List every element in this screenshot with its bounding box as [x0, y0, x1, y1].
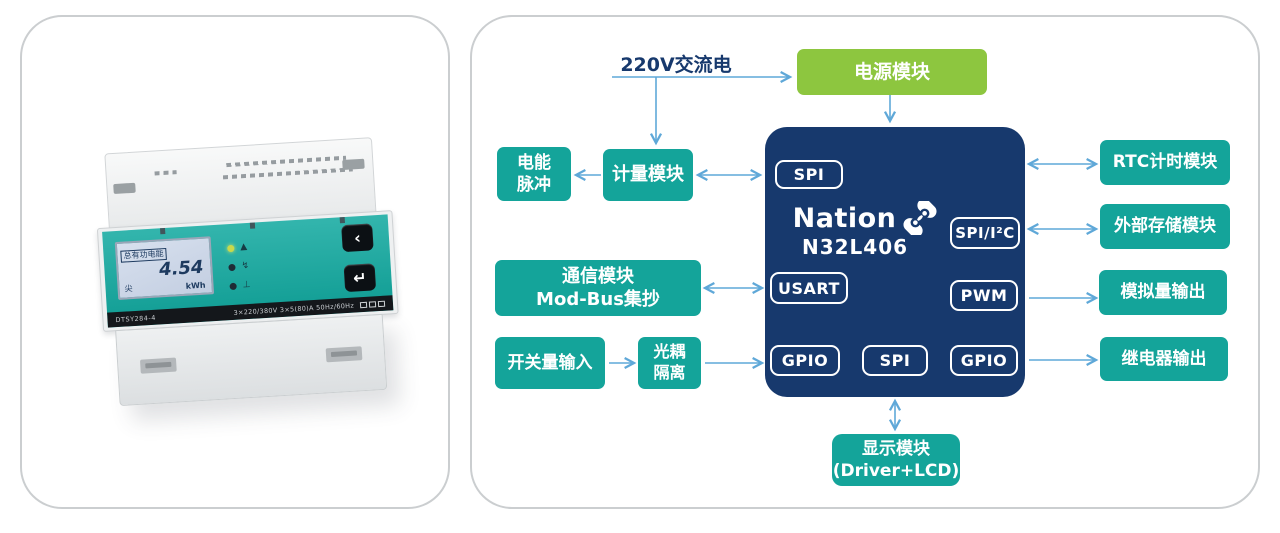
rating-specs: 3×220/380V 3×5(80)A 50Hz/60Hz — [233, 301, 355, 317]
led-dot — [229, 282, 237, 291]
hinge-mark — [339, 214, 346, 224]
mcu-block: SPI Nation N32L406 SPI/I²C USART PWM GPI… — [765, 127, 1025, 397]
meter-bottom-housing — [115, 313, 388, 407]
hinge-mark — [249, 220, 256, 229]
port-spi-top: SPI — [775, 160, 843, 189]
label-220v-ac: 220V交流电 — [620, 54, 732, 76]
metering-module-box: 计量模块 — [603, 149, 693, 201]
connector-arrows — [573, 70, 1099, 432]
opto-isolation-box: 光耦 隔离 — [638, 337, 701, 389]
analog-output-box: 模拟量输出 — [1099, 270, 1227, 315]
lcd-tariff-indicator: 尖 — [124, 284, 133, 294]
enter-button[interactable]: ↵ — [343, 263, 377, 293]
switch-input-box: 开关量输入 — [495, 337, 605, 389]
relay-output-box: 继电器输出 — [1100, 337, 1228, 381]
terminal-cover-right — [325, 346, 363, 363]
lcd-value: 4.54 — [158, 256, 205, 281]
mounting-clip-right — [342, 158, 365, 171]
led-row: ▲ — [227, 238, 249, 258]
meter-front-bezel: 总有功电能 4.54 尖 kWh ▲ ↯ — [96, 210, 399, 332]
meter-front-panel: 总有功电能 4.54 尖 kWh ▲ ↯ — [102, 214, 394, 328]
led-indicators: ▲ ↯ ⊥ — [227, 238, 251, 296]
certification-marks-icon — [359, 300, 386, 308]
terminal-cover-left — [139, 357, 177, 374]
hinge-mark — [159, 225, 166, 235]
led-pulse-lit — [227, 244, 235, 253]
led-dot — [228, 263, 236, 272]
power-module-box: 电源模块 — [797, 49, 987, 95]
mcu-part-number: N32L406 — [801, 235, 909, 259]
display-module-box: 显示模块 (Driver+LCD) — [832, 434, 960, 486]
storage-module-box: 外部存储模块 — [1100, 204, 1230, 249]
port-spi-bottom: SPI — [862, 345, 928, 376]
vent-slots-small — [154, 170, 177, 176]
led-symbol: ⊥ — [242, 279, 251, 291]
energy-pulse-box: 电能 脉冲 — [497, 147, 571, 201]
back-button-glyph: ‹ — [353, 228, 362, 248]
enter-button-glyph: ↵ — [352, 267, 368, 288]
vent-slots-row1 — [226, 155, 347, 168]
port-usart: USART — [770, 272, 848, 304]
led-symbol: ↯ — [241, 260, 250, 272]
vent-slots-row2 — [222, 167, 353, 180]
lcd-screen: 总有功电能 4.54 尖 kWh — [114, 236, 215, 300]
led-symbol: ▲ — [239, 242, 248, 253]
mounting-clip-left — [113, 182, 136, 195]
led-row: ⊥ — [229, 276, 251, 296]
port-gpio-right: GPIO — [950, 345, 1018, 376]
lcd-unit: kWh — [185, 280, 206, 291]
port-pwm: PWM — [950, 280, 1018, 311]
model-number: DTSY284-4 — [115, 313, 157, 324]
nation-wordmark: Nation — [792, 202, 897, 234]
product-photo-panel: 总有功电能 4.54 尖 kWh ▲ ↯ — [20, 15, 450, 509]
rtc-module-box: RTC计时模块 — [1100, 140, 1230, 185]
port-gpio-left: GPIO — [770, 345, 840, 376]
energy-meter-device: 总有功电能 4.54 尖 kWh ▲ ↯ — [92, 136, 403, 414]
led-row: ↯ — [228, 257, 250, 277]
comm-module-box: 通信模块 Mod-Bus集抄 — [495, 260, 701, 316]
back-button[interactable]: ‹ — [341, 223, 374, 253]
port-spi-i2c: SPI/I²C — [950, 217, 1020, 249]
nation-brand: Nation — [765, 201, 965, 235]
nation-logo-icon — [903, 201, 937, 235]
block-diagram-panel: 220V交流电 电源模块 电能 脉冲 计量模块 通信模块 Mod-Bus集抄 开… — [470, 15, 1260, 509]
